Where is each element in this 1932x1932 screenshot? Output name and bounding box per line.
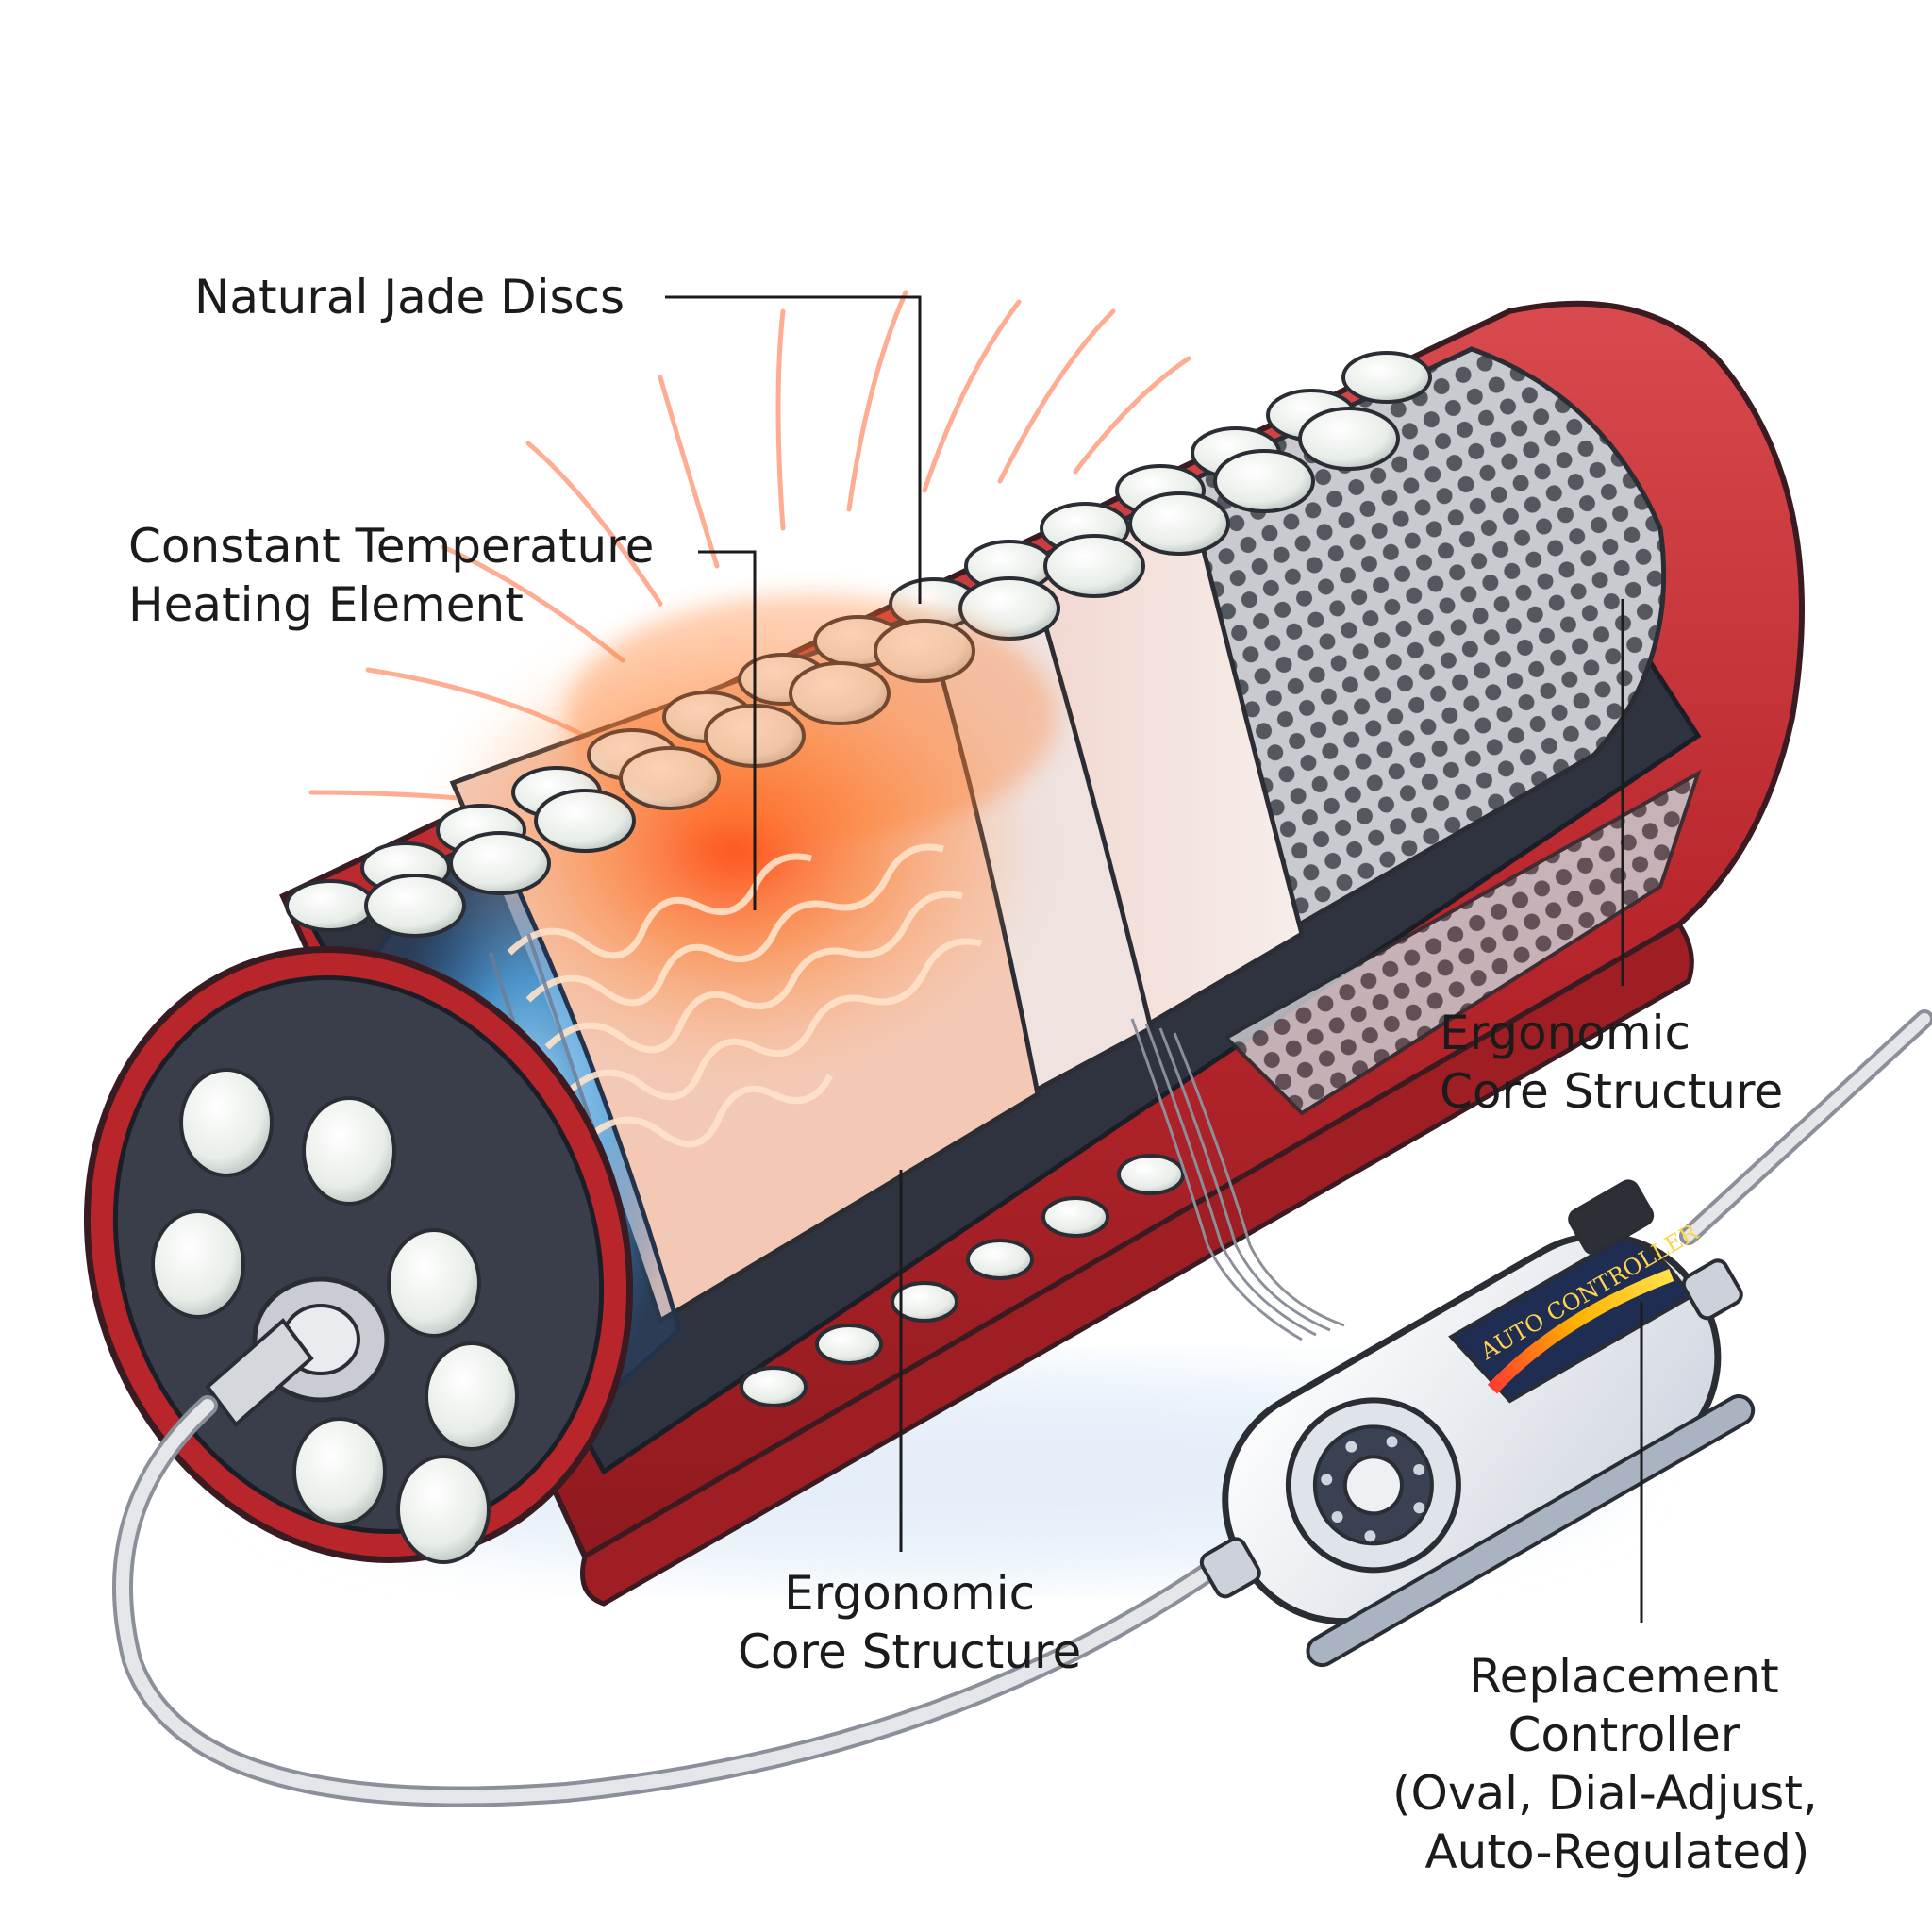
power-cord-icon (112, 1009, 1932, 1807)
label-natural-jade-discs: Natural Jade Discs (194, 270, 625, 325)
leader-heating (698, 550, 757, 910)
leader-lines (665, 295, 1643, 1623)
lower-jade-disc-row (740, 1154, 1185, 1407)
label-core-structure-right: Ergonomic Core Structure (1440, 1006, 1784, 1119)
end-cap (83, 946, 634, 1564)
internal-wires (1130, 1018, 1345, 1341)
label-heating-element: Constant Temperature Heating Element (128, 519, 655, 632)
label-core-structure-bottom: Ergonomic Core Structure (738, 1566, 1082, 1679)
dial-knob-icon (1285, 1397, 1461, 1574)
label-replacement-controller: Replacement Controller (Oval, Dial-Adjus… (1392, 1649, 1818, 1879)
power-connector (205, 1276, 390, 1427)
heating-coil-icon (507, 843, 982, 1148)
leader-jade (665, 295, 922, 604)
